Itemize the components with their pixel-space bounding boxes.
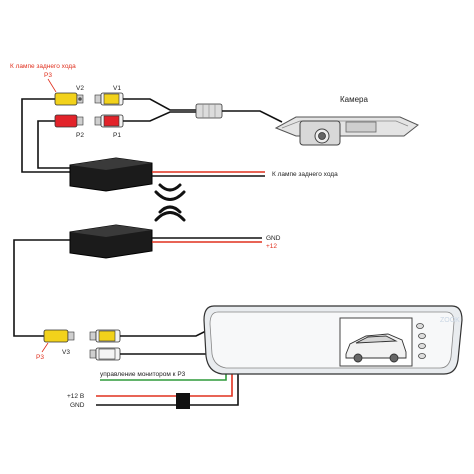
- label-monitor-control: управление монитором к P3: [100, 371, 186, 378]
- label-v2: V2: [76, 85, 84, 92]
- label-plus12-bottom: +12 В: [67, 393, 84, 400]
- label-reverse-lamp-mid: К лампе заднего хода: [272, 171, 338, 178]
- wire-p1-to-camera: [123, 111, 196, 122]
- wire-video-to-monitor: [120, 329, 209, 337]
- wire-v1-to-camera: [123, 98, 196, 111]
- mirror-buttons: [416, 323, 426, 359]
- label-plus12-mid: +12: [266, 243, 277, 250]
- label-reverse-lamp-top: К лампе заднего хода: [10, 63, 76, 70]
- wire-receiver-to-v3: [13, 239, 70, 337]
- rca-connector-monitor-aux: [89, 347, 121, 361]
- rca-connector-v2: [54, 92, 84, 106]
- rca-connector-monitor-video: [89, 329, 121, 343]
- wire-camera-lead: [222, 110, 283, 123]
- label-camera: Камера: [340, 95, 369, 104]
- rearview-mirror-monitor: ZOOK: [203, 305, 463, 375]
- label-v3: V3: [62, 349, 70, 356]
- camera-harness-connector: [195, 103, 223, 119]
- fuse-holder: [176, 393, 190, 409]
- wireless-transmitter-module: [69, 157, 153, 192]
- wireless-signal-icon: [154, 183, 186, 222]
- wireless-receiver-module: [69, 224, 153, 259]
- wire-gnd-bottom: [96, 362, 239, 406]
- p3-top-pointer: [47, 78, 57, 93]
- camera-module-icon: [274, 116, 419, 146]
- wire-v2-to-receiver: [21, 98, 82, 173]
- label-gnd-mid: GND: [266, 235, 281, 242]
- wire-p2-to-receiver: [37, 120, 82, 169]
- label-v1: V1: [113, 85, 121, 92]
- car-icon: [345, 333, 407, 363]
- p3-bottom-pointer: [41, 342, 49, 353]
- label-gnd-bottom: GND: [70, 402, 85, 409]
- rca-connector-p1: [94, 114, 124, 128]
- rca-connector-p2: [54, 114, 84, 128]
- watermark-text: ZOOK: [440, 317, 460, 324]
- rca-connector-v3: [43, 329, 75, 343]
- label-p3-top: P3: [44, 72, 52, 79]
- label-p1: P1: [113, 132, 121, 139]
- label-p3-bottom: P3: [36, 354, 44, 361]
- rca-connector-v1: [94, 92, 124, 106]
- label-p2: P2: [76, 132, 84, 139]
